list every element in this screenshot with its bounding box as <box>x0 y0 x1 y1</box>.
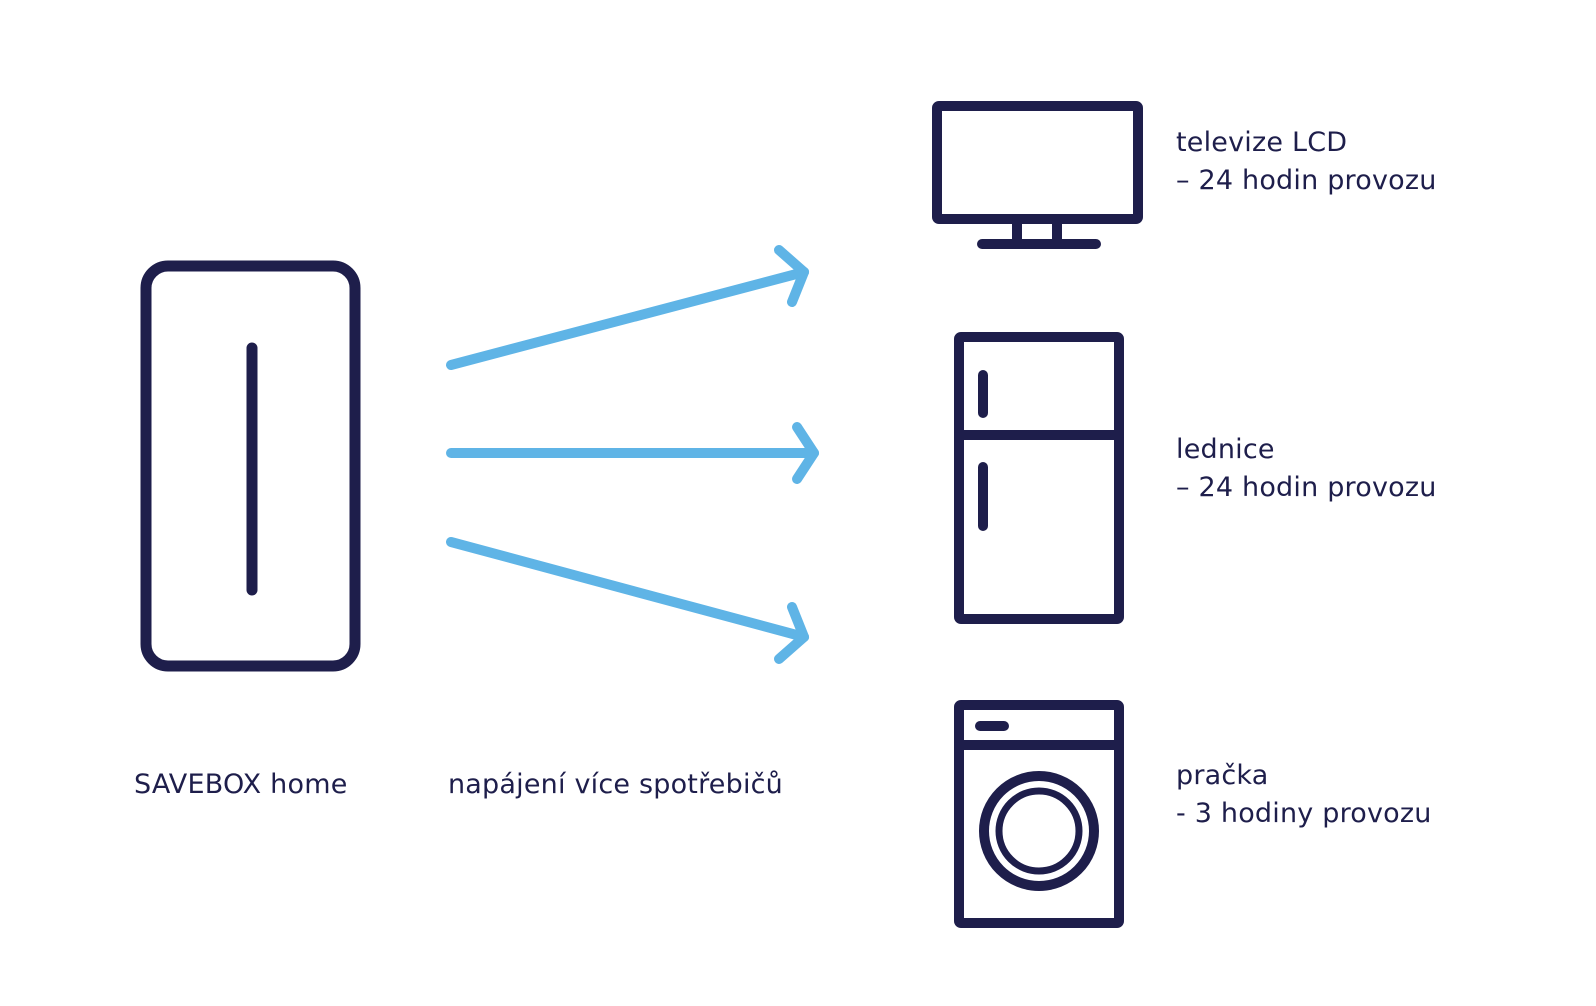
power-bank-body <box>140 260 361 672</box>
tv-icon <box>932 101 1143 249</box>
power-bank-icon <box>140 260 361 672</box>
arrow-straight <box>446 422 819 484</box>
appliance-name: lednice <box>1176 434 1275 465</box>
appliance-runtime: – 24 hodin provozu <box>1176 165 1437 196</box>
appliance-runtime: - 3 hodiny provozu <box>1176 798 1432 829</box>
arrows-label: napájení více spotřebičů <box>448 769 783 800</box>
appliance-name: pračka <box>1176 760 1269 791</box>
arrow-down-right <box>446 537 809 664</box>
appliance-label-fridge: lednice – 24 hodin provozu <box>1176 431 1437 507</box>
washing-machine-icon <box>954 700 1124 928</box>
appliance-label-washer: pračka - 3 hodiny provozu <box>1176 757 1432 833</box>
appliance-runtime: – 24 hodin provozu <box>1176 472 1437 503</box>
arrows-group <box>446 245 819 664</box>
arrow-up-right <box>446 245 809 370</box>
source-label: SAVEBOX home <box>134 769 348 800</box>
appliance-name: televize LCD <box>1176 127 1348 158</box>
fridge-icon <box>954 332 1124 624</box>
appliance-label-tv: televize LCD – 24 hodin provozu <box>1176 124 1437 200</box>
